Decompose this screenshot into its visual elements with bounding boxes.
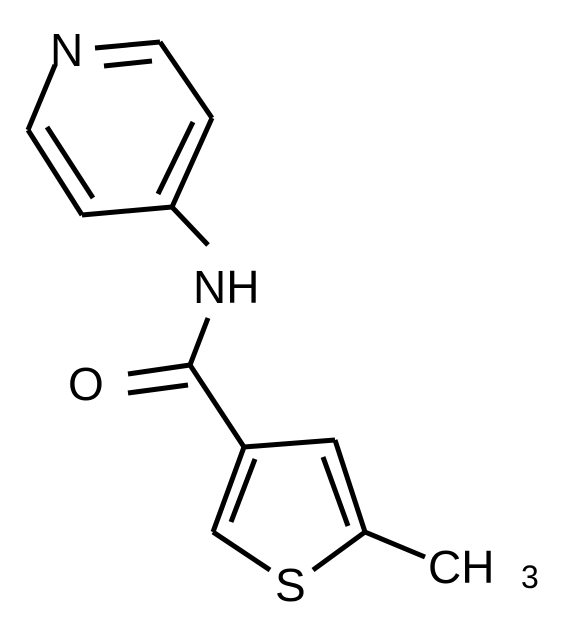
bond-c5-methyl (364, 529, 426, 560)
atom-methyl-subscript: 3 (521, 559, 539, 595)
double-bond-n-c2-inner (103, 58, 153, 69)
bond-carbonyl-thiophene (187, 363, 247, 449)
bond-c3-c4 (169, 116, 215, 209)
bond-nh-carbonyl (187, 317, 211, 366)
double-bond-c2-c3-inner (228, 458, 258, 523)
bond-c2-c3 (157, 40, 215, 120)
thiophene-ring (210, 437, 368, 573)
double-bond-c5-c6-inner (44, 125, 96, 200)
atom-nh-amide: NH (193, 261, 259, 313)
bond-s-c2 (211, 529, 272, 573)
bond-n-c2 (94, 39, 161, 51)
double-bond-c4-c5-inner (320, 456, 351, 527)
bond-c5-c6 (25, 128, 85, 217)
bond-c5-s (311, 529, 367, 573)
atom-o-carbonyl: O (68, 358, 104, 410)
bond-c4-c5 (81, 204, 173, 218)
bond-c6-n (25, 64, 58, 131)
double-bond-c3-c4-inner (155, 120, 196, 196)
bond-c2-c3-thio (210, 446, 247, 533)
bond-c3-c4-thio (243, 437, 336, 450)
pyridine-ring (25, 39, 215, 218)
atom-n-pyridine: N (50, 24, 83, 76)
bond-c-o-outer (127, 362, 191, 377)
atom-ch-methyl: CH (428, 541, 494, 593)
bond-c4-c5-thio (332, 439, 368, 533)
carbonyl-group (127, 362, 191, 396)
bond-c-o-inner (127, 382, 189, 396)
bond-c4-nh (170, 205, 210, 247)
atom-s-thiophene: S (275, 559, 306, 611)
